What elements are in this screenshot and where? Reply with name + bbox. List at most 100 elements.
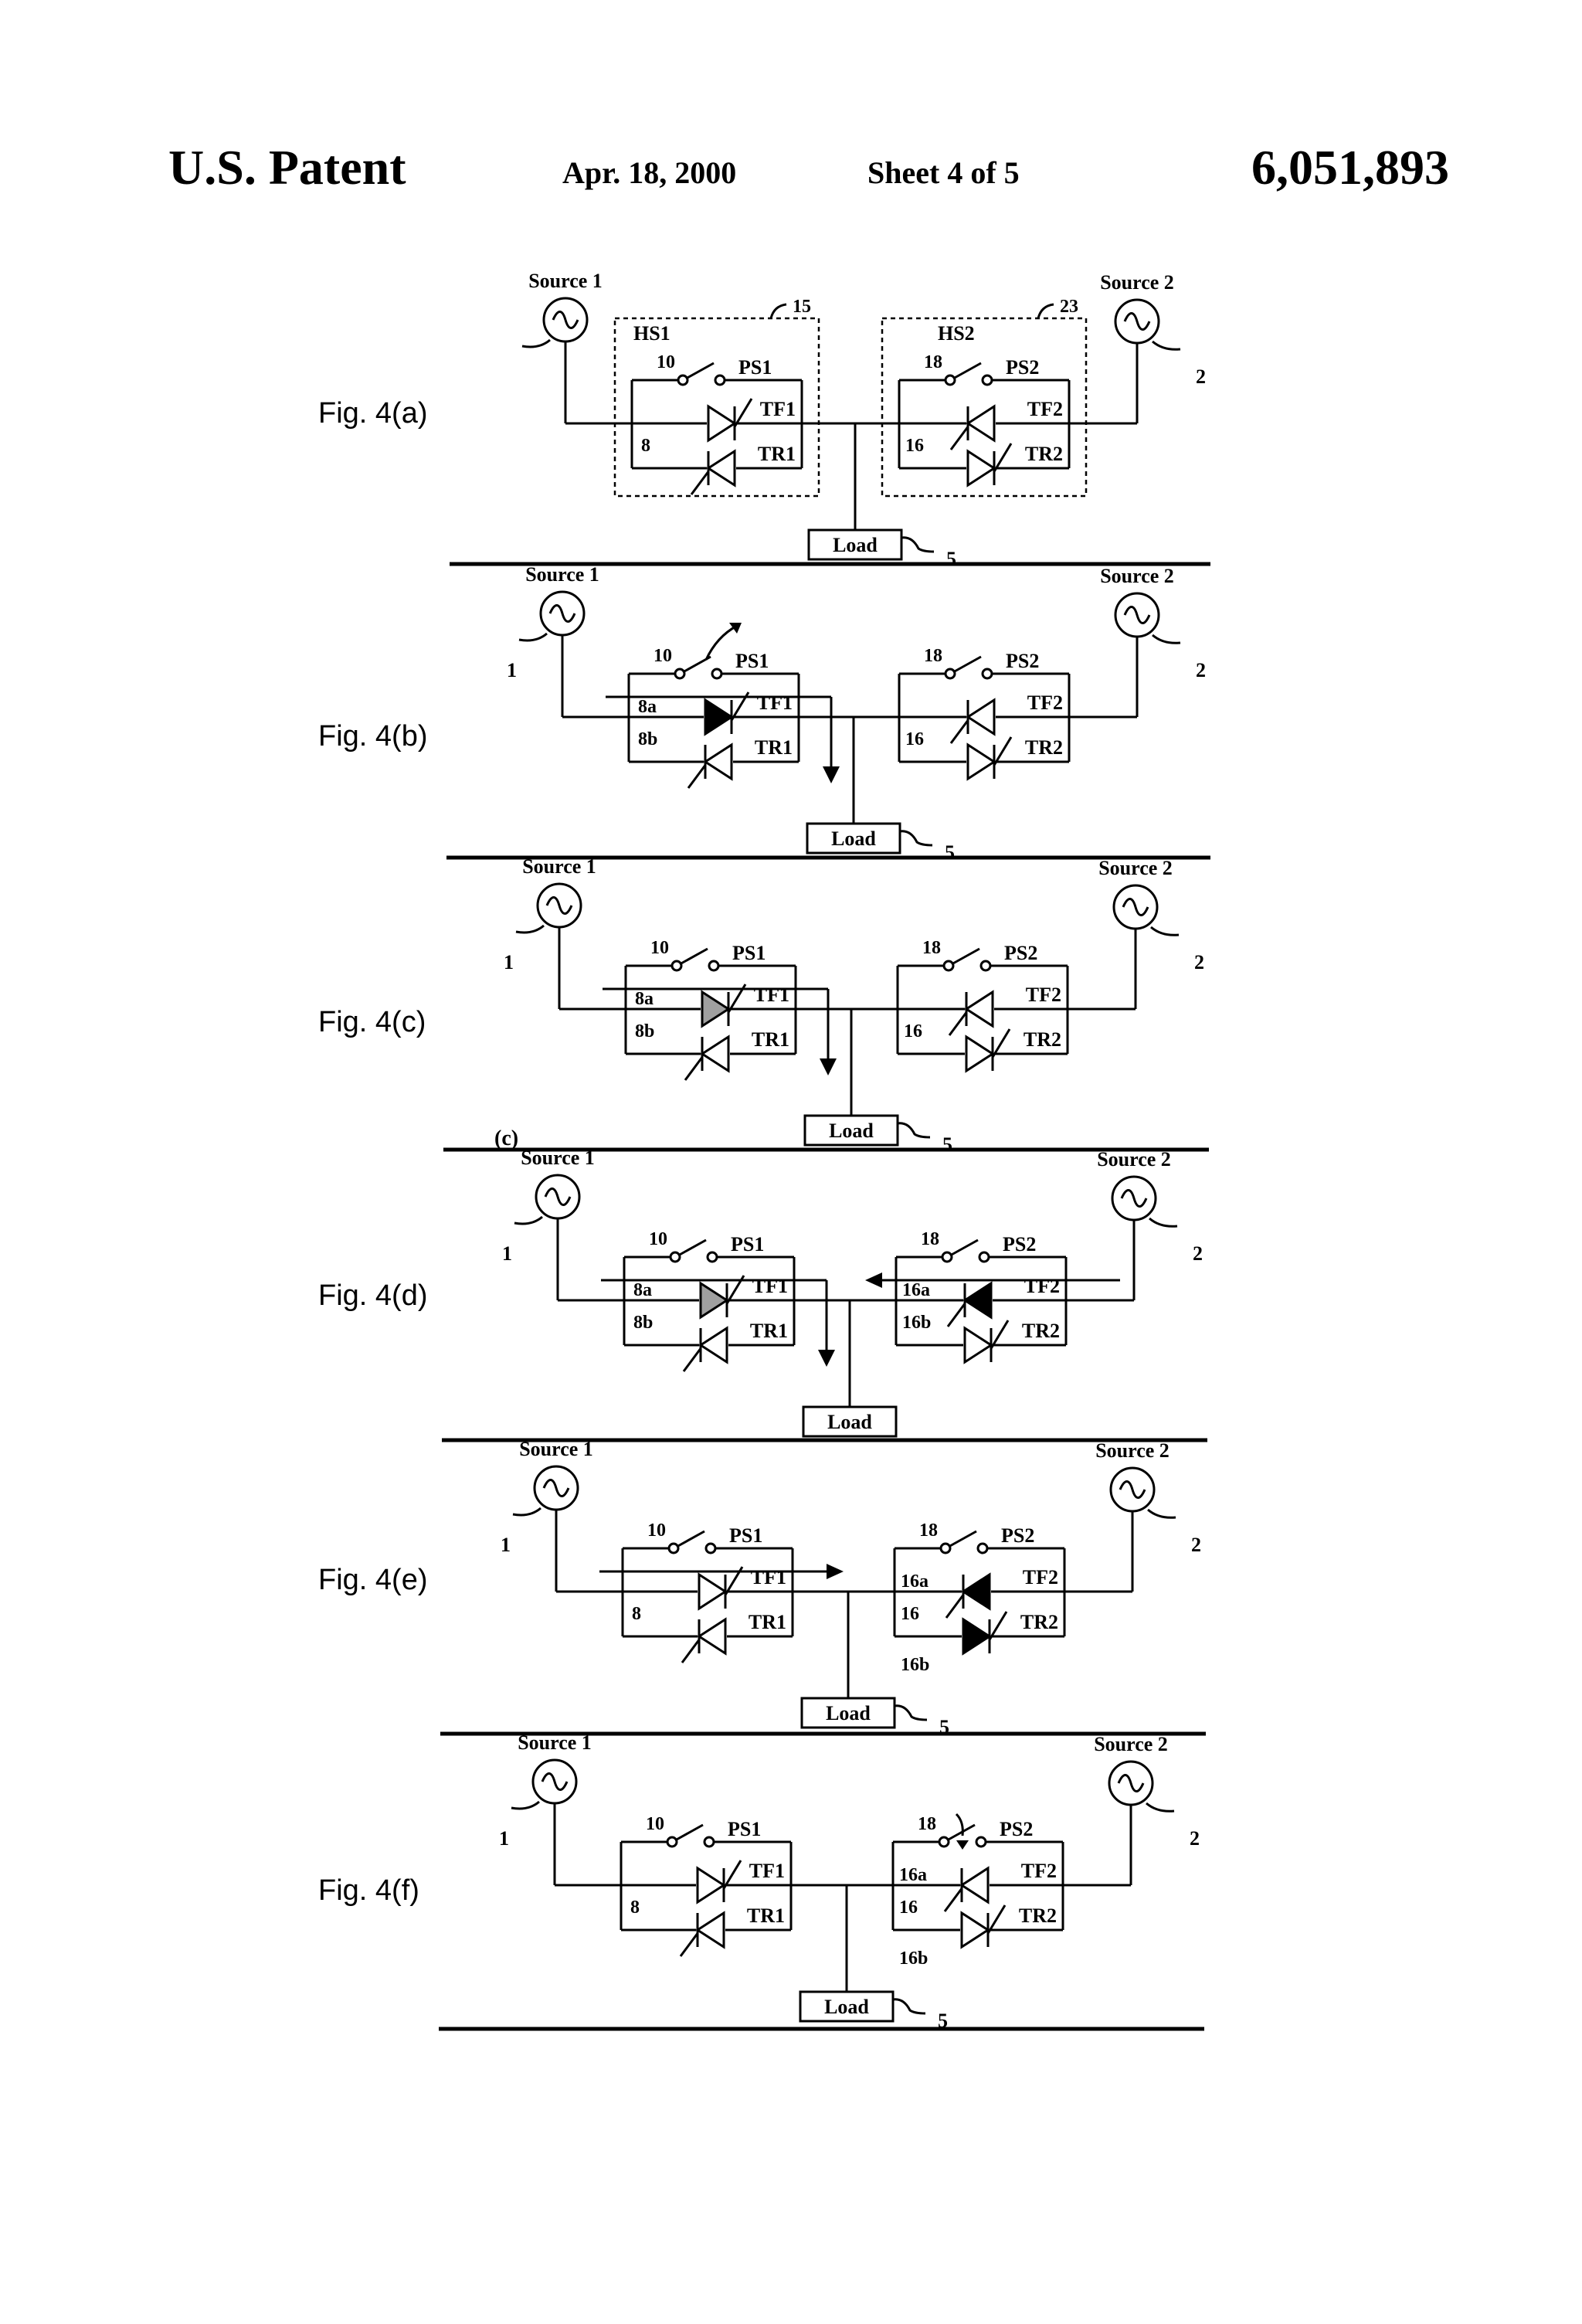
- source-left-label: Source 1: [518, 1731, 592, 1754]
- switch-contact: [976, 1542, 989, 1554]
- thyristor-tr-left: [698, 1326, 728, 1364]
- tf-right-label: TF2: [1027, 691, 1063, 714]
- thyristor-gate: [988, 1611, 1008, 1641]
- thyristor-tr-right: [965, 1035, 995, 1073]
- ps-right-ref: 18: [921, 1229, 939, 1249]
- left-tr-ref: 8: [632, 1604, 641, 1624]
- thyristor-tr-right: [966, 449, 996, 488]
- thyristor-tr-right: [966, 742, 996, 781]
- thyristor-tf-right: [964, 990, 994, 1028]
- switch-contact: [938, 1836, 950, 1848]
- tr-left-label: TR1: [752, 1028, 789, 1051]
- right-tr-ref: 16: [905, 729, 924, 749]
- thyristor-gate: [682, 1347, 702, 1372]
- ref-leader: [1150, 926, 1180, 936]
- tf-left-label: TF1: [752, 1275, 788, 1297]
- tf-left-label: TF1: [749, 1860, 785, 1882]
- source-left-label: Source 1: [525, 563, 599, 586]
- current-arrow-left: [865, 1272, 882, 1288]
- switch-contact: [667, 1542, 680, 1554]
- ps-right-ref: 18: [924, 646, 942, 666]
- ref-leader: [897, 1122, 931, 1139]
- left-tr-ref: 8: [641, 436, 650, 456]
- load-label: Load: [833, 534, 878, 556]
- thyristor-gate: [991, 1028, 1011, 1058]
- switch-contact: [975, 1836, 987, 1848]
- switch-contact: [978, 1251, 990, 1263]
- ps-right-label: PS2: [1004, 942, 1037, 964]
- switch-contact: [714, 374, 726, 386]
- tr-left-label: TR1: [750, 1320, 788, 1342]
- load-ref: 5: [942, 1133, 952, 1156]
- thyristor-gate: [993, 736, 1013, 766]
- thyristor-tr-left: [703, 742, 733, 781]
- tf-left-label: TF1: [751, 1566, 786, 1588]
- switch-contact: [674, 668, 686, 680]
- switch-contact: [979, 960, 992, 972]
- arrow-head: [729, 623, 742, 634]
- source-left-label: Source 1: [528, 270, 603, 292]
- right-tf-ref: 16a: [902, 1280, 930, 1300]
- ref-leader: [1147, 1508, 1176, 1519]
- ps-right-label: PS2: [1001, 1524, 1034, 1547]
- current-arrow-down: [818, 1350, 835, 1367]
- tr-left-label: TR1: [747, 1904, 785, 1927]
- load-label: Load: [826, 1702, 871, 1724]
- thyristor-gate: [733, 398, 753, 428]
- source-right-label: Source 2: [1094, 1733, 1168, 1755]
- load-label: Load: [831, 827, 876, 850]
- left-tr-ref: 8b: [635, 1021, 654, 1041]
- ps-right-ref: 18: [919, 1520, 938, 1541]
- load-ref: 5: [938, 2010, 948, 2032]
- ps-right-switch: [951, 947, 980, 966]
- ps-left-label: PS1: [731, 1233, 764, 1255]
- sine-wave-icon: [1119, 1480, 1146, 1499]
- ps-left-ref: 10: [646, 1814, 664, 1834]
- ref-leader: [521, 338, 551, 348]
- thyristor-gate: [990, 1320, 1010, 1350]
- left-tr-ref: 8b: [633, 1313, 653, 1333]
- switch-contact: [941, 1251, 953, 1263]
- ref-leader: [1037, 303, 1054, 319]
- source-left-ref: 1: [507, 659, 517, 681]
- switch-contact: [939, 1542, 952, 1554]
- thyristor-tf-right: [959, 1866, 990, 1904]
- thyristor-tr-left: [695, 1911, 725, 1949]
- ps-right-label: PS2: [1006, 650, 1039, 672]
- thyristor-tf-right: [966, 698, 996, 736]
- thyristor-gate: [681, 1639, 701, 1663]
- ps-left-label: PS1: [728, 1818, 761, 1840]
- sine-wave-icon: [541, 1772, 569, 1791]
- load-label: Load: [827, 1411, 872, 1433]
- right-tf-ref: 16a: [901, 1571, 928, 1592]
- source-right-ref: 2: [1193, 1242, 1203, 1265]
- thyristor-gate: [684, 1056, 704, 1081]
- fig-label-c: Fig. 4(c): [318, 1006, 426, 1038]
- thyristor-gate: [722, 1860, 742, 1890]
- hs-left-ref: 15: [793, 297, 811, 317]
- switch-contact: [704, 1542, 717, 1554]
- tr-right-label: TR2: [1025, 443, 1063, 465]
- thyristor-tf-left: [707, 404, 737, 443]
- thyristor-tr-right: [960, 1911, 990, 1949]
- thyristor-tf-left: [701, 990, 731, 1028]
- switch-contact: [666, 1836, 678, 1848]
- ps-right-label: PS2: [1003, 1233, 1036, 1255]
- right-tr-ref: 16: [901, 1604, 919, 1624]
- right-below-ref: 16b: [901, 1655, 929, 1675]
- switch-contact: [669, 1251, 681, 1263]
- ps-left-switch: [676, 1530, 705, 1548]
- sine-wave-icon: [545, 896, 573, 915]
- patent-label: U.S. Patent: [168, 140, 406, 195]
- hs-left-label: HS1: [633, 322, 670, 345]
- ref-leader: [518, 632, 548, 642]
- left-tf-ref: 8a: [638, 697, 657, 717]
- ps-left-ref: 10: [647, 1520, 666, 1541]
- switch-open-arrow: [704, 624, 738, 661]
- thyristor-tf-right: [966, 404, 996, 443]
- load-label: Load: [829, 1120, 874, 1142]
- sine-wave-icon: [548, 604, 576, 623]
- switch-contact: [677, 374, 689, 386]
